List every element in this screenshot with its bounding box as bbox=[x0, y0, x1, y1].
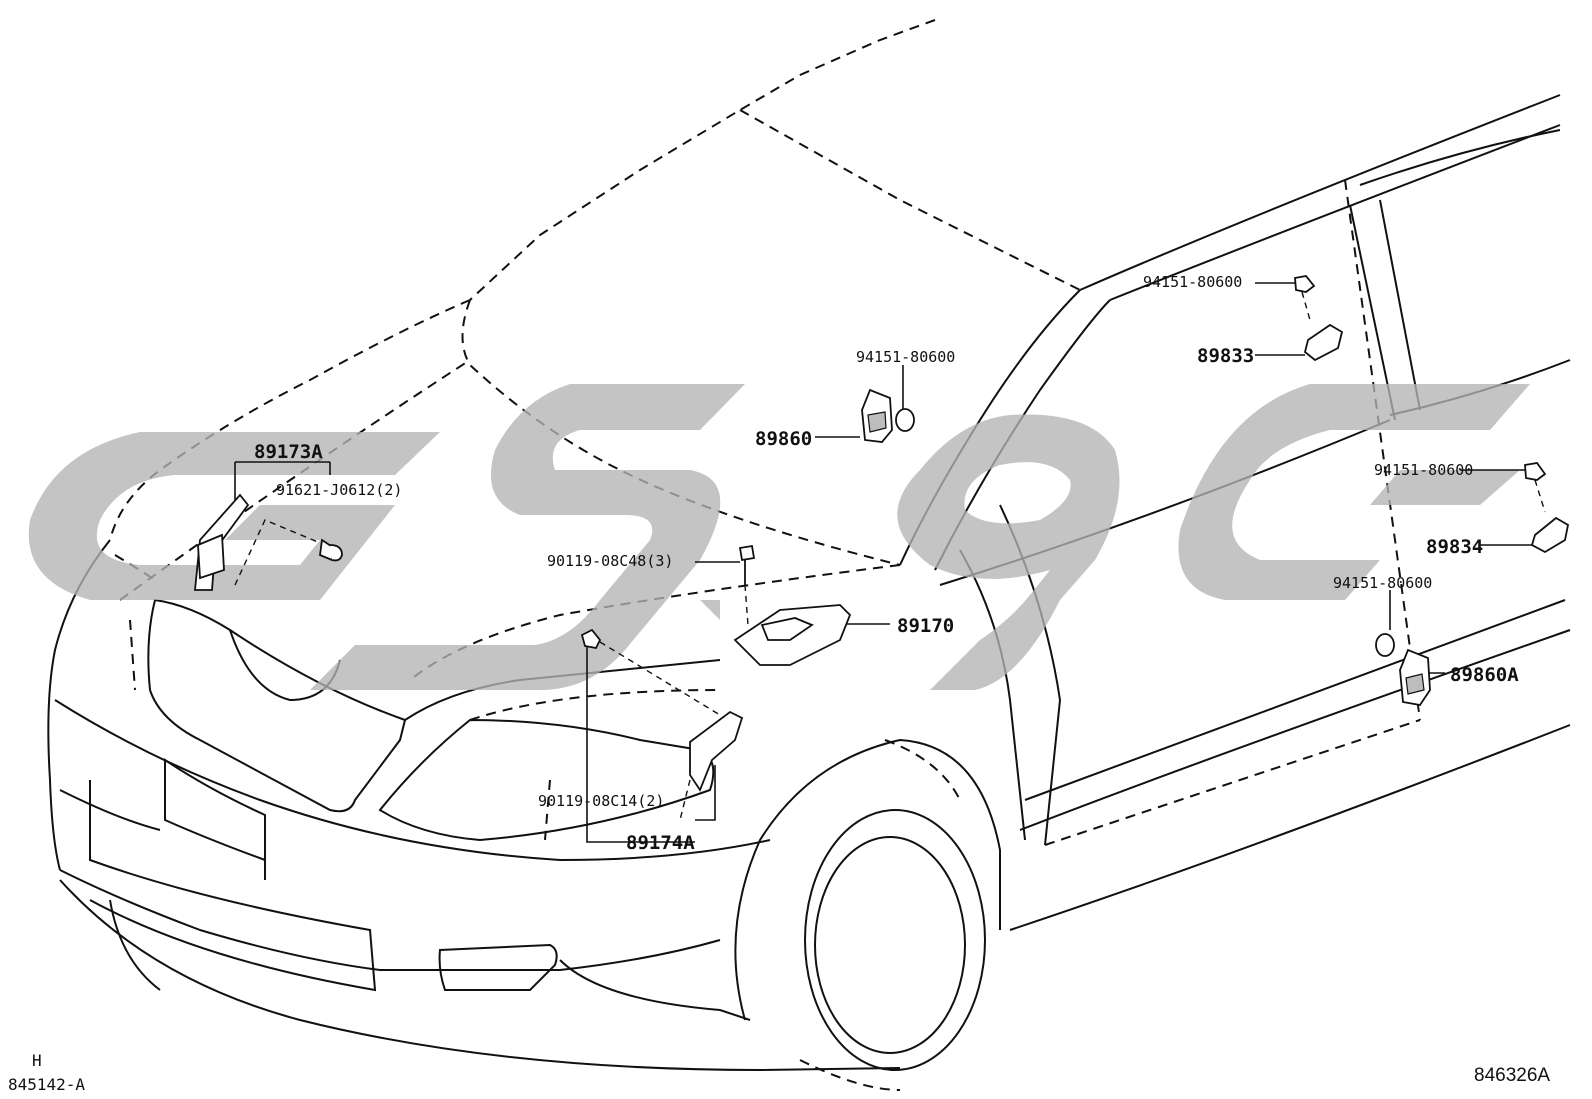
part-labels: 89173A 91621-J0612(2) 94151-80600 89860 … bbox=[254, 273, 1519, 854]
part-89860-assembly bbox=[815, 365, 915, 443]
part-89173A-assembly bbox=[194, 461, 343, 591]
label-91621-J0612: 91621-J0612(2) bbox=[276, 481, 402, 499]
label-89173A: 89173A bbox=[254, 441, 323, 463]
label-94151-80600-c: 94151-80600 bbox=[1333, 574, 1432, 592]
label-90119-08C14: 90119-08C14(2) bbox=[538, 792, 664, 810]
part-89834-assembly bbox=[1460, 462, 1570, 554]
h-mark: H bbox=[32, 1051, 42, 1070]
diagram-codes: H 845142-A 846326A bbox=[8, 1051, 1550, 1094]
part-89833-assembly bbox=[1255, 275, 1344, 362]
diagram-code-left: 845142-A bbox=[8, 1075, 85, 1094]
part-89174A-assembly bbox=[580, 628, 744, 843]
label-89860A: 89860A bbox=[1450, 664, 1519, 686]
label-89174A: 89174A bbox=[626, 832, 695, 854]
label-90119-08C48: 90119-08C48(3) bbox=[547, 552, 673, 570]
label-94151-80600-top: 94151-80600 bbox=[856, 348, 955, 366]
label-89833: 89833 bbox=[1197, 345, 1254, 367]
label-89860: 89860 bbox=[755, 428, 812, 450]
label-89170: 89170 bbox=[897, 615, 954, 637]
diagram-code-right: 846326A bbox=[1474, 1065, 1550, 1086]
label-94151-80600-a: 94151-80600 bbox=[1143, 273, 1242, 291]
car-outline bbox=[47, 19, 1571, 1091]
part-89170-assembly bbox=[695, 544, 890, 666]
label-89834: 89834 bbox=[1426, 536, 1483, 558]
label-94151-80600-b: 94151-80600 bbox=[1374, 461, 1473, 479]
part-89860A-assembly bbox=[1375, 590, 1445, 706]
